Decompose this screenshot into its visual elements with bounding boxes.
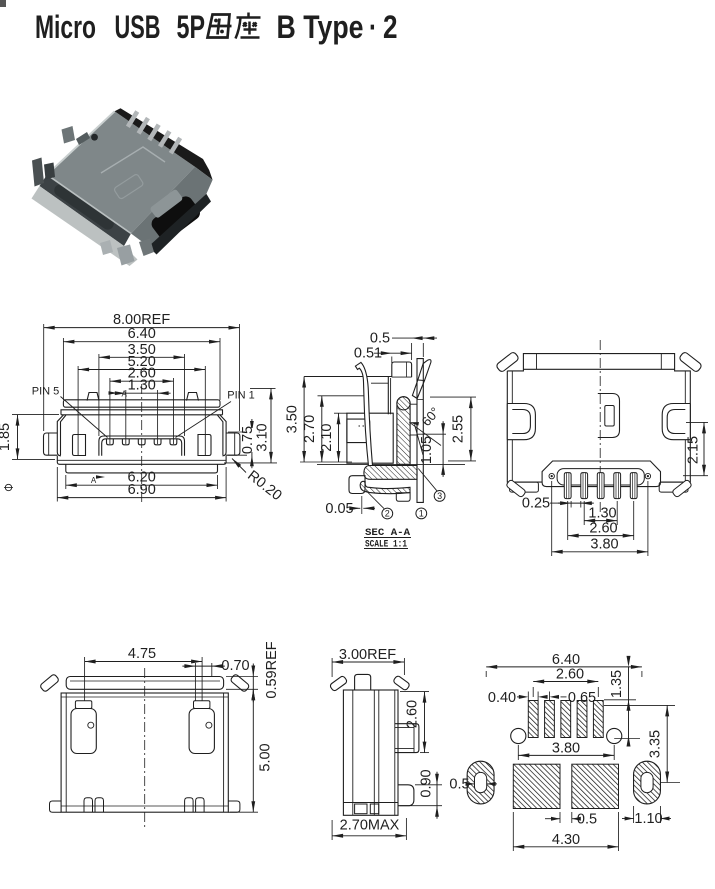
svg-text:A: A (91, 476, 97, 485)
svg-text:6.20: 6.20 (128, 470, 156, 486)
svg-text:1.85: 1.85 (0, 423, 13, 451)
svg-text:3.00REF: 3.00REF (339, 647, 396, 663)
svg-text:Micro: Micro (35, 9, 96, 45)
svg-text:0.5: 0.5 (370, 331, 390, 347)
svg-text:2.55: 2.55 (451, 415, 467, 443)
svg-text:5P: 5P (177, 9, 206, 45)
svg-text:6.90: 6.90 (128, 482, 156, 498)
svg-text:·: · (369, 9, 377, 45)
svg-text:0.70: 0.70 (221, 658, 249, 674)
svg-text:1.05: 1.05 (419, 436, 435, 464)
svg-text:0.90: 0.90 (419, 769, 435, 797)
svg-text:2.10: 2.10 (319, 423, 335, 451)
svg-text:SEC A-A: SEC A-A (365, 527, 411, 539)
svg-text:1.10: 1.10 (634, 811, 662, 827)
svg-text:0.05: 0.05 (325, 501, 353, 517)
svg-text:B Type: B Type (277, 9, 364, 45)
svg-text:2.60: 2.60 (589, 520, 617, 536)
svg-text:6.40: 6.40 (552, 652, 580, 668)
svg-text:5.20: 5.20 (128, 354, 156, 370)
svg-text:1: 1 (419, 509, 424, 519)
svg-text:0.59REF: 0.59REF (264, 641, 280, 698)
svg-text:0.40: 0.40 (488, 690, 516, 706)
svg-text:0.51: 0.51 (354, 346, 382, 362)
svg-text:3.35: 3.35 (648, 730, 664, 758)
svg-text:0.75: 0.75 (240, 426, 256, 454)
svg-text:8.00REF: 8.00REF (113, 312, 170, 328)
svg-text:SCALE 1:1: SCALE 1:1 (365, 539, 407, 551)
svg-text:2.70: 2.70 (302, 415, 318, 443)
svg-text:2: 2 (383, 9, 398, 45)
svg-text:2.70MAX: 2.70MAX (340, 818, 400, 834)
svg-text:3.80: 3.80 (590, 537, 618, 553)
svg-text:6.40: 6.40 (128, 326, 156, 342)
svg-text:3.10: 3.10 (254, 423, 270, 451)
svg-text:PIN 5: PIN 5 (32, 386, 60, 398)
svg-text:0.25: 0.25 (522, 495, 550, 511)
svg-text:0.65: 0.65 (568, 690, 596, 706)
svg-text:5.00: 5.00 (258, 743, 274, 771)
svg-text:4.75: 4.75 (128, 646, 156, 662)
svg-text:0.5: 0.5 (449, 777, 469, 793)
svg-text:PIN 1: PIN 1 (227, 390, 255, 402)
svg-text:2.60: 2.60 (128, 366, 156, 382)
svg-text:3.80: 3.80 (552, 740, 580, 756)
svg-text:1.30: 1.30 (588, 505, 616, 521)
svg-text:2: 2 (385, 509, 390, 519)
svg-text:A: A (122, 390, 128, 399)
svg-text:2.60: 2.60 (405, 700, 421, 728)
svg-text:2.15: 2.15 (685, 436, 701, 464)
svg-text:3.50: 3.50 (285, 405, 301, 433)
svg-text:0.5: 0.5 (577, 812, 597, 828)
svg-text:1.35: 1.35 (609, 670, 625, 698)
svg-text:2.60: 2.60 (556, 667, 584, 683)
svg-text:3: 3 (437, 491, 442, 501)
svg-text:3.50: 3.50 (128, 342, 156, 358)
svg-text:USB: USB (115, 9, 161, 45)
svg-text:1.30: 1.30 (128, 378, 156, 394)
svg-text:4.30: 4.30 (552, 832, 580, 848)
